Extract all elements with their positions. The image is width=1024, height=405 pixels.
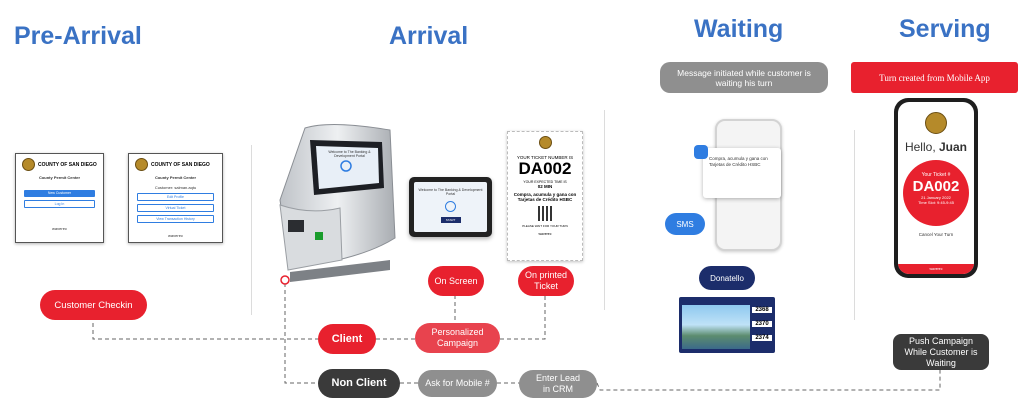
web-portal-card-dashboard: COUNTY OF SAN DIEGO County Permit Center… — [128, 153, 223, 243]
serving-ticket-number: DA002 — [912, 178, 960, 195]
qr-code-icon — [537, 206, 553, 221]
ticket-circle: Your Ticket # DA002 21 January 2022 Time… — [903, 160, 969, 226]
customer-name: Juan — [939, 140, 968, 154]
stage-title-arrival: Arrival — [389, 22, 469, 50]
tablet-screen: Welcome to The Banking & Development Por… — [414, 182, 487, 232]
printed-ticket: YOUR TICKET NUMBER IS DA002 YOUR EXPECTE… — [507, 131, 583, 261]
card-subtitle: County Permit Center — [154, 175, 197, 180]
ticket-promo: Compra, acumula y gana con Tarjetas de C… — [513, 192, 577, 202]
ticket-wait-label: YOUR EXPECTED TIME IS — [523, 180, 567, 184]
serving-phone-screen: Hello, Juan Your Ticket # DA002 21 Janua… — [898, 102, 974, 274]
client-pill: Client — [318, 324, 376, 354]
serving-footer: waverec — [898, 264, 974, 274]
serving-footer-text: waverec — [929, 267, 943, 271]
push-campaign-pill: Push Campaign While Customer is Waiting — [893, 334, 989, 370]
county-seal-icon — [135, 158, 148, 171]
display-number-3: 2374 — [752, 335, 772, 341]
display-photo — [682, 305, 750, 349]
turn-created-banner: Turn created from Mobile App — [851, 62, 1018, 93]
customer-greeting: Customer: salman.aqtu — [154, 185, 197, 190]
card-footer: waverec — [52, 226, 67, 231]
ticket-heading: YOUR TICKET NUMBER IS — [516, 155, 574, 160]
waiting-message-banner: Message initiated while customer is wait… — [660, 62, 828, 93]
hello-line: Hello, Juan — [898, 140, 974, 154]
kiosk-screen-text: Welcome to The Banking & Development Por… — [328, 150, 371, 158]
tablet-device: Welcome to The Banking & Development Por… — [409, 177, 492, 237]
ticket-number: DA002 — [518, 159, 572, 178]
edit-profile-button[interactable]: Edit Profile — [137, 193, 214, 201]
ticket-footer: waverec — [538, 232, 552, 236]
enter-lead-pill: Enter Lead in CRM — [519, 370, 597, 398]
ticket-label: Your Ticket # — [921, 172, 951, 178]
card-subtitle: County Permit Center — [38, 175, 81, 180]
cancel-turn-button[interactable]: Cancel Your Turn — [918, 232, 954, 237]
customer-checkin-pill: Customer Checkin — [40, 290, 147, 320]
ticket-date: 21 January 2022 — [921, 195, 951, 200]
sms-notification-card: Compra, acumula y gana con Tarjetas de C… — [703, 148, 781, 198]
new-customer-button[interactable]: New Customer — [24, 190, 95, 197]
on-screen-pill: On Screen — [428, 266, 484, 296]
stage-title-waiting: Waiting — [694, 15, 784, 43]
serving-phone: Hello, Juan Your Ticket # DA002 21 Janua… — [894, 98, 978, 278]
donatello-pill: Donatello — [699, 266, 755, 290]
stage-title-pre-arrival: Pre-Arrival — [14, 22, 142, 50]
county-seal-icon — [22, 158, 35, 171]
check-icon — [445, 201, 456, 212]
card-org-name: COUNTY OF SAN DIEGO — [38, 161, 97, 168]
county-seal-icon — [925, 112, 947, 134]
phone-message-text: Compra, acumula y gana con Tarjetas de C… — [709, 156, 768, 167]
chat-bubble-icon — [694, 145, 708, 159]
display-number-2: 2370 — [752, 321, 772, 327]
display-number-1: 2368 — [752, 307, 772, 313]
on-printed-ticket-pill: On printed Ticket — [518, 266, 574, 296]
kiosk-illustration — [279, 123, 396, 282]
login-button[interactable]: Log In — [24, 200, 95, 208]
card-org-name: COUNTY OF SAN DIEGO — [151, 161, 210, 168]
ask-mobile-pill: Ask for Mobile # — [418, 370, 497, 397]
separator-3 — [854, 130, 855, 320]
non-client-pill: Non Client — [318, 369, 400, 398]
view-history-button[interactable]: View Transaction History — [137, 215, 214, 223]
ticket-wait-value: 02 MIN — [537, 184, 553, 189]
hello-text: Hello, — [904, 140, 936, 154]
personalized-campaign-pill: Personalized Campaign — [415, 323, 500, 353]
ticket-scan-label: PLEASE WAIT FOR YOUR TURN — [522, 224, 568, 228]
county-seal-icon — [538, 136, 552, 149]
tablet-screen-text: Welcome to The Banking & Development Por… — [418, 188, 483, 196]
stage-title-serving: Serving — [899, 15, 991, 43]
web-portal-card-welcome: COUNTY OF SAN DIEGO County Permit Center… — [15, 153, 104, 243]
separator-1 — [251, 145, 252, 315]
card-footer: waverec — [168, 233, 183, 238]
separator-2 — [604, 110, 605, 310]
sms-badge: SMS — [665, 213, 705, 235]
virtual-ticket-button[interactable]: Virtual Ticket — [137, 204, 214, 212]
ticket-time-slot: Time Slot: 9:45-9:45 — [918, 200, 954, 205]
queue-display-screen: 2368 2370 2374 — [679, 297, 775, 353]
tablet-start-button[interactable]: START — [440, 217, 461, 223]
